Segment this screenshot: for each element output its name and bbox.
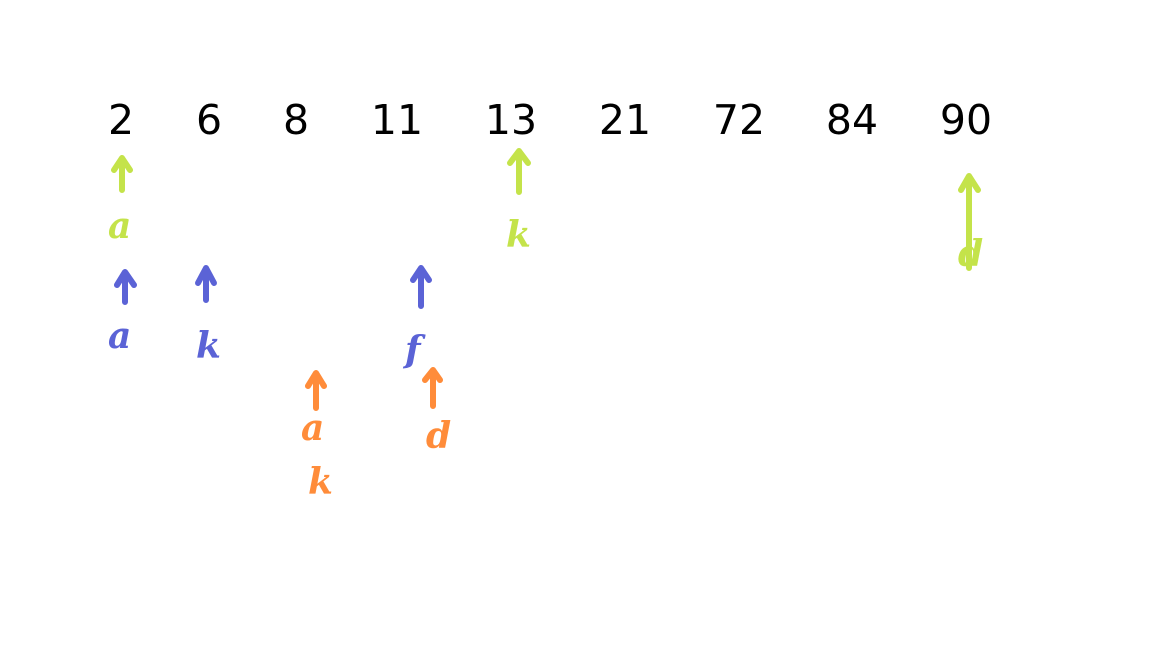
- pointer-label: a: [108, 205, 131, 247]
- pointer-group-green: [111, 148, 981, 271]
- array-value: 72: [712, 96, 766, 144]
- pointer-label: a: [301, 407, 324, 449]
- array-value: 2: [107, 96, 135, 144]
- up-arrow-icon: [422, 367, 443, 409]
- array-value: 21: [598, 96, 652, 144]
- pointer-label: f: [402, 329, 426, 371]
- up-arrow-icon: [111, 155, 133, 193]
- array-value: 6: [195, 96, 223, 144]
- up-arrow-icon: [114, 269, 137, 305]
- up-arrow-icon: [958, 173, 981, 271]
- array-value: 11: [370, 96, 424, 144]
- pointer-label: k: [506, 214, 531, 256]
- array-value: 13: [484, 96, 538, 144]
- array-value: 90: [939, 96, 993, 144]
- pointer-label: d: [958, 233, 983, 275]
- pointer-group-blue: [114, 265, 432, 309]
- pointer-group-orange: [305, 367, 443, 411]
- up-arrow-icon: [305, 370, 327, 411]
- array-value: 84: [825, 96, 879, 144]
- array-value: 8: [282, 96, 310, 144]
- pointer-label: k: [308, 461, 333, 503]
- up-arrow-icon: [507, 148, 531, 195]
- pointer-label: a: [108, 315, 131, 357]
- up-arrow-icon: [410, 265, 432, 309]
- pointer-label: k: [196, 325, 221, 367]
- up-arrow-icon: [195, 265, 217, 303]
- pointer-label: d: [426, 415, 451, 457]
